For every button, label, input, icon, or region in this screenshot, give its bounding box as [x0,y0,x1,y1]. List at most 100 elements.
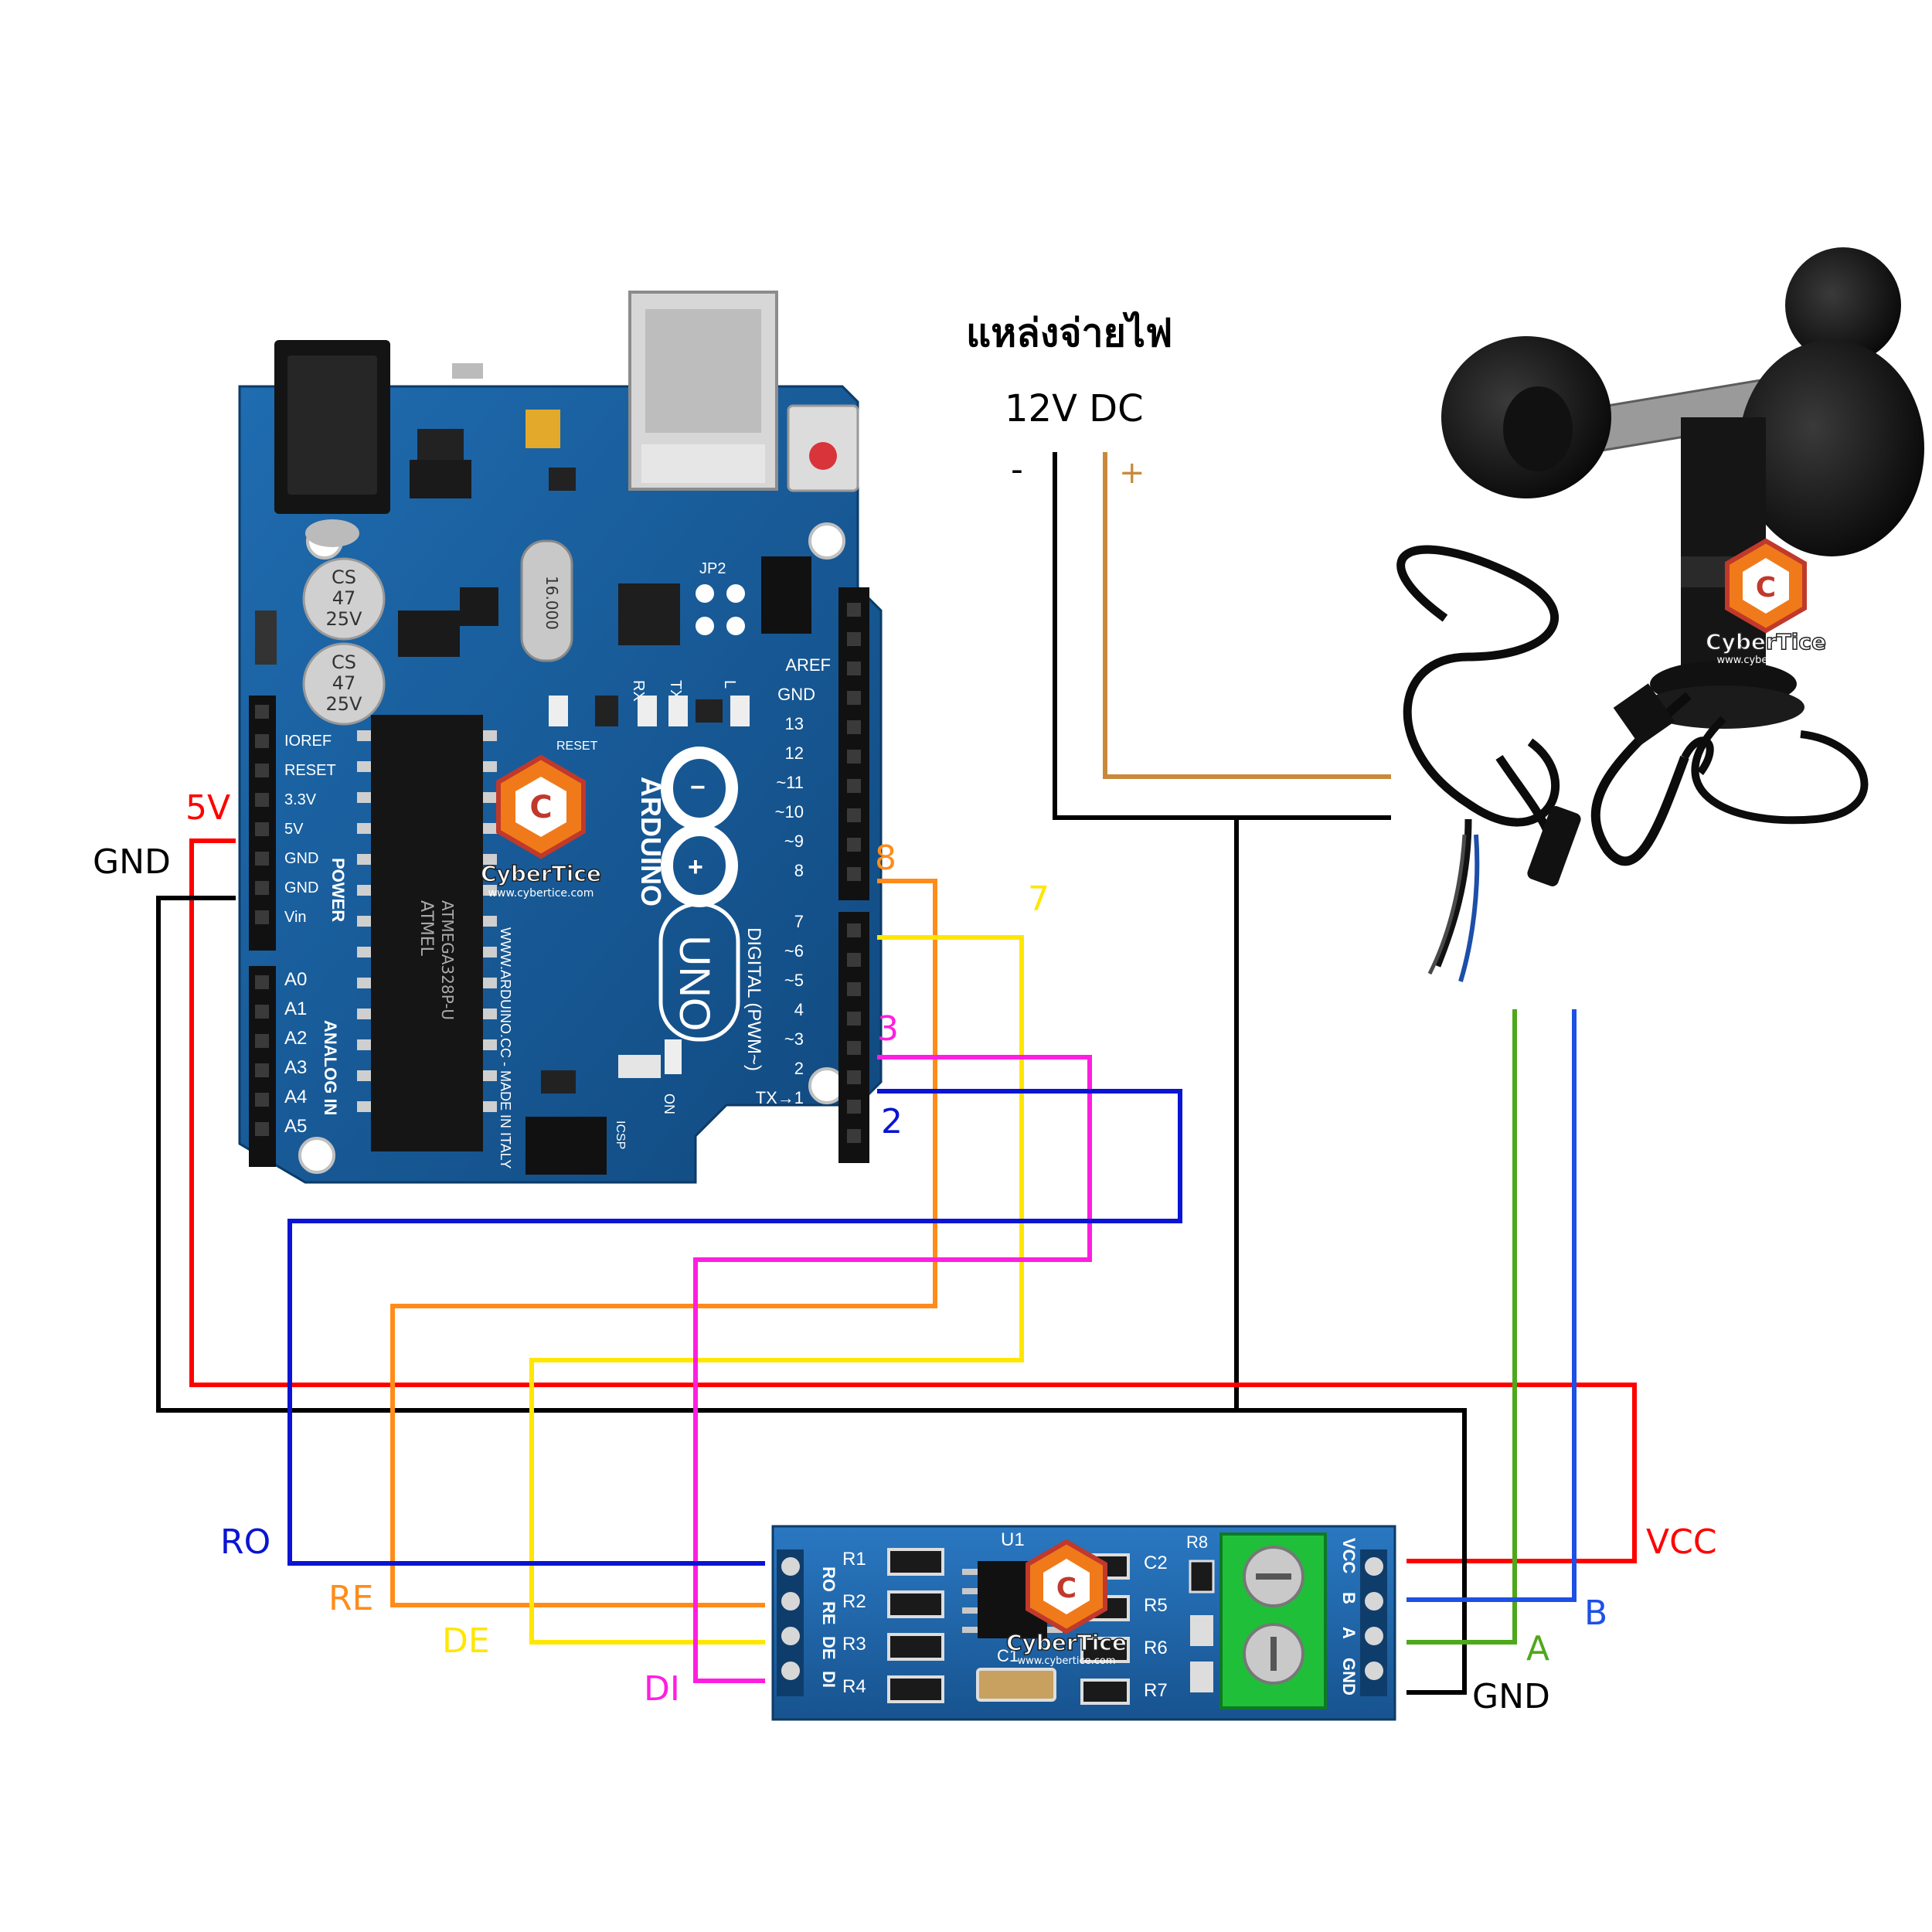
svg-text:C: C [1756,572,1776,604]
analog-pin-labels: A0 A1 A2 A3 A4 A5 [284,969,307,1137]
svg-text:GND: GND [284,879,318,896]
svg-text:3.3V: 3.3V [284,791,317,808]
label-gnd-left: GND [93,842,171,882]
svg-text:RESET: RESET [284,762,336,779]
usb-chip [618,583,680,645]
svg-text:CyberTice: CyberTice [1006,1630,1127,1655]
svg-text:VCC: VCC [1339,1538,1359,1574]
svg-text:A0: A0 [284,969,307,990]
psu-minus-label: - [1011,450,1023,489]
mount-hole [808,522,845,560]
svg-text:25V: 25V [326,608,363,630]
labels: แหล่งจ่ายไฟ 12V DC - + 5V GND 8 7 3 2 RO… [93,311,1717,1716]
svg-text:ANALOG IN: ANALOG IN [321,1020,340,1115]
svg-text:CyberTice: CyberTice [1706,629,1826,655]
label-pin7: 7 [1028,879,1049,919]
svg-text:AREF: AREF [785,655,831,675]
icsp-header [761,556,811,634]
icsp-header-bottom [526,1117,607,1175]
rs485-module: RO RE DE DI R1 R2 R3 R4 U1 C1 C2 [771,1525,1396,1721]
anemometer-cup [1785,247,1901,363]
mount-hole [298,1137,335,1174]
svg-text:R3: R3 [842,1634,866,1655]
svg-text:R4: R4 [842,1676,866,1697]
svg-text:R8: R8 [1186,1532,1208,1552]
svg-text:C1: C1 [997,1646,1019,1665]
power-supply-voltage: 12V DC [1005,387,1144,430]
svg-text:4: 4 [794,1000,804,1019]
svg-text:ARDUINO: ARDUINO [635,777,667,906]
svg-text:GND: GND [777,685,815,704]
svg-text:~10: ~10 [775,802,804,821]
power-supply-title: แหล่งจ่ายไฟ [966,311,1172,355]
svg-text:16.000: 16.000 [543,576,561,630]
svg-text:A2: A2 [284,1028,307,1049]
svg-text:ON: ON [662,1094,677,1114]
label-pin8: 8 [875,838,896,878]
wire-gnd [156,896,1467,1695]
svg-text:RX←0: RX←0 [753,1117,804,1137]
svg-text:RO: RO [819,1566,838,1592]
svg-text:Vin: Vin [284,909,307,926]
svg-text:+: + [688,852,703,882]
svg-text:DE: DE [819,1636,838,1660]
svg-text:GND: GND [284,850,318,867]
svg-text:C: C [1056,1573,1077,1604]
wire-psu-minus [1053,452,1391,820]
svg-text:www.cybertice.com: www.cybertice.com [1017,1655,1115,1667]
label-a: A [1526,1629,1549,1668]
svg-text:~9: ~9 [784,832,804,851]
svg-text:RESET: RESET [556,740,598,753]
svg-text:47: 47 [332,587,356,609]
svg-text:R5: R5 [1144,1595,1168,1616]
svg-text:www.cybertice.com: www.cybertice.com [488,887,594,900]
svg-text:TX: TX [667,680,684,700]
label-5v: 5V [185,788,230,828]
svg-text:RE: RE [819,1601,838,1625]
psu-plus-label: + [1119,455,1145,491]
anemometer-cup [1739,340,1924,556]
svg-text:~5: ~5 [784,971,804,990]
svg-text:L: L [721,680,738,689]
svg-text:R7: R7 [1144,1680,1168,1701]
svg-text:47: 47 [332,672,356,694]
digital-pin-labels-bottom: 7 ~6 ~5 4 ~3 2 TX→1 RX←0 [753,912,804,1137]
uno-badge: UNO [658,902,740,1042]
svg-text:DI: DI [819,1671,838,1688]
terminal-block [1219,1532,1327,1709]
svg-text:C: C [529,790,552,825]
anemometer: C CyberTice www.cybertice.com [1396,247,1924,982]
cybertice-logo-module: C CyberTice www.cybertice.com [1005,1539,1128,1667]
svg-text:12: 12 [785,743,804,763]
label-pin2: 2 [881,1102,903,1141]
svg-text:13: 13 [785,714,804,733]
cybertice-logo: C CyberTice www.cybertice.com [480,754,602,900]
svg-text:A5: A5 [284,1116,307,1137]
label-re: RE [328,1579,373,1618]
rs485-right-pin-labels: VCC B A GND [1339,1538,1359,1696]
wire-pin3-di [693,1055,1092,1683]
svg-text:A3: A3 [284,1057,307,1078]
svg-text:ATMEL: ATMEL [417,900,436,957]
svg-text:CS: CS [332,566,356,588]
wire-pin2-ro [287,1089,1182,1566]
label-di: DI [644,1669,680,1709]
svg-text:ICSP: ICSP [614,1121,627,1149]
svg-text:U1: U1 [1001,1529,1025,1550]
svg-text:2: 2 [794,1059,804,1078]
svg-text:DIGITAL (PWM~): DIGITAL (PWM~) [743,927,764,1071]
power-pin-labels: IOREF RESET 3.3V 5V GND GND Vin [284,733,336,926]
svg-text:C2: C2 [1144,1553,1168,1573]
capacitor: CS 47 25V [302,642,386,726]
svg-text:A1: A1 [284,998,307,1019]
cybertice-logo-sensor: C CyberTice www.cybertice.com [1705,538,1827,666]
svg-text:~3: ~3 [784,1029,804,1049]
digital-pin-labels-top: AREF GND 13 12 ~11 ~10 ~9 8 [775,655,831,880]
label-b: B [1584,1594,1607,1633]
svg-text:~11: ~11 [776,773,804,792]
rs485-left-pin-labels: RO RE DE DI [819,1566,838,1688]
crystal [520,539,573,662]
svg-text:WWW.ARDUINO.CC - MADE IN ITALY: WWW.ARDUINO.CC - MADE IN ITALY [498,927,513,1168]
wires [156,452,1637,1695]
